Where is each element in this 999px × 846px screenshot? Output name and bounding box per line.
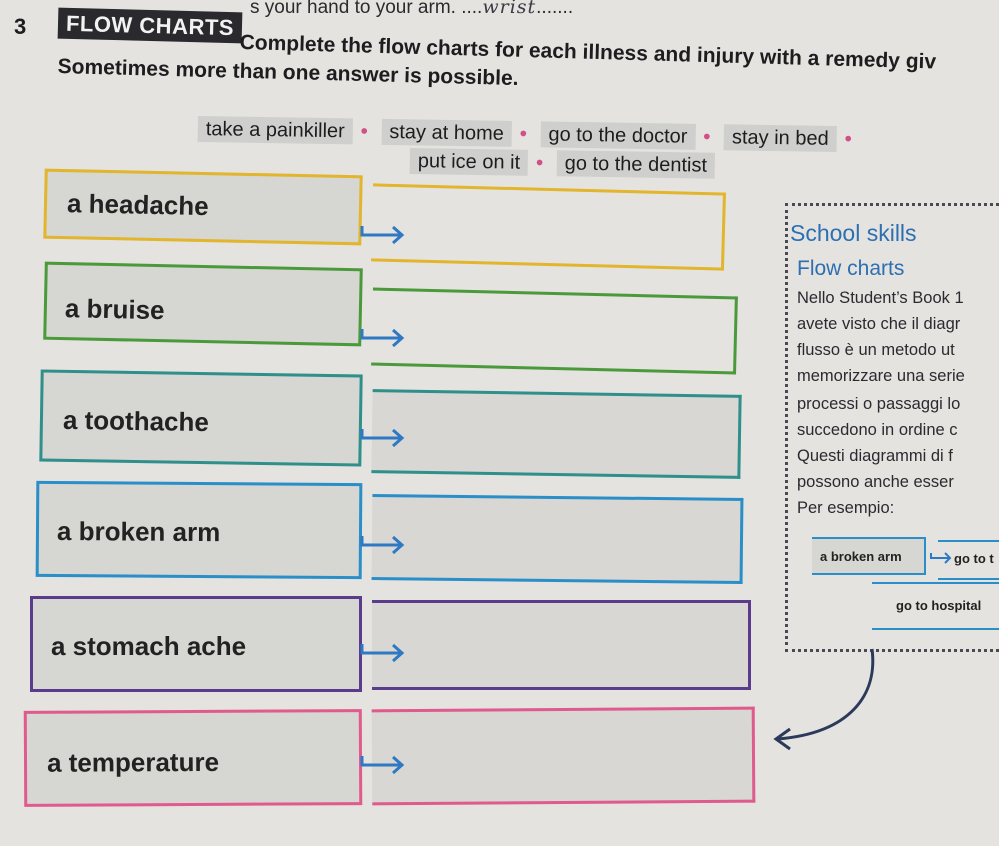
school-skills-text: possono anche esser — [797, 473, 954, 491]
word-bank-row-1: take a painkiller• stay at home• go to t… — [197, 116, 860, 153]
answer-box-stomach-ache[interactable] — [372, 600, 751, 690]
previous-exercise-line: s your hand to your arm. ....wrist......… — [250, 0, 573, 19]
school-skills-text: Nello Student’s Book 1 — [797, 289, 964, 307]
example-left-label: a broken arm — [820, 549, 902, 564]
flow-box-toothache: a toothache — [39, 369, 363, 467]
arrow-right-icon — [360, 535, 405, 555]
word-bank-item: go to the doctor — [540, 121, 696, 150]
flow-box-broken-arm: a broken arm — [35, 480, 363, 580]
arrow-right-icon — [930, 552, 952, 564]
exercise-tag: FLOW CHARTS — [57, 7, 243, 44]
illness-label-bruise: a bruise — [64, 293, 165, 326]
flow-box-bruise: a bruise — [43, 261, 363, 347]
school-skills-text: Per esempio: — [797, 499, 895, 517]
school-skills-text: avete visto che il diagr — [797, 315, 961, 333]
word-bank-item: go to the dentist — [556, 150, 716, 179]
word-bank-item: take a painkiller — [197, 116, 353, 145]
school-skills-subtitle: Flow charts — [797, 257, 905, 280]
word-bank-item: stay at home — [381, 118, 513, 147]
school-skills-title: School skills — [790, 220, 917, 246]
example-bottom-label: go to hospital — [896, 598, 982, 613]
word-bank-row-2: put ice on it• go to the dentist — [409, 148, 722, 179]
school-skills-panel — [785, 203, 999, 652]
arrow-right-icon — [360, 225, 405, 245]
example-box-bottom: go to hospital — [872, 582, 999, 630]
arrow-right-icon — [360, 428, 405, 448]
word-bank-item: put ice on it — [409, 148, 529, 176]
exercise-number: 3 — [14, 14, 27, 39]
illness-label-toothache: a toothache — [62, 404, 210, 438]
handwritten-answer: wrist — [482, 0, 537, 18]
curved-arrow-icon — [773, 648, 875, 751]
answer-box-broken-arm[interactable] — [371, 494, 744, 584]
illness-label-stomach-ache: a stomach ache — [51, 631, 247, 661]
school-skills-text: Questi diagrammi di f — [797, 447, 953, 465]
answer-box-headache[interactable] — [371, 183, 726, 271]
school-skills-text: processi o passaggi lo — [797, 395, 961, 413]
previous-exercise-text: s your hand to your arm. — [250, 0, 456, 18]
example-box-left: a broken arm — [812, 537, 926, 575]
arrow-right-icon — [360, 643, 405, 663]
illness-label-headache: a headache — [66, 188, 209, 222]
school-skills-text: flusso è un metodo ut — [797, 341, 955, 359]
arrow-right-icon — [360, 328, 405, 348]
flow-box-headache: a headache — [43, 168, 363, 246]
word-bank-item: stay in bed — [723, 124, 837, 153]
flow-box-temperature: a temperature — [23, 709, 363, 807]
flow-box-stomach-ache: a stomach ache — [30, 596, 362, 692]
answer-box-bruise[interactable] — [371, 287, 738, 375]
illness-label-temperature: a temperature — [46, 746, 220, 778]
answer-box-toothache[interactable] — [371, 389, 742, 479]
arrow-right-icon — [360, 755, 405, 775]
example-box-right: go to t — [938, 540, 999, 580]
school-skills-text: succedono in ordine c — [797, 421, 958, 439]
school-skills-text: memorizzare una serie — [797, 367, 965, 385]
answer-box-temperature[interactable] — [371, 706, 756, 806]
illness-label-broken-arm: a broken arm — [56, 516, 221, 548]
example-right-label: go to t — [954, 551, 994, 566]
